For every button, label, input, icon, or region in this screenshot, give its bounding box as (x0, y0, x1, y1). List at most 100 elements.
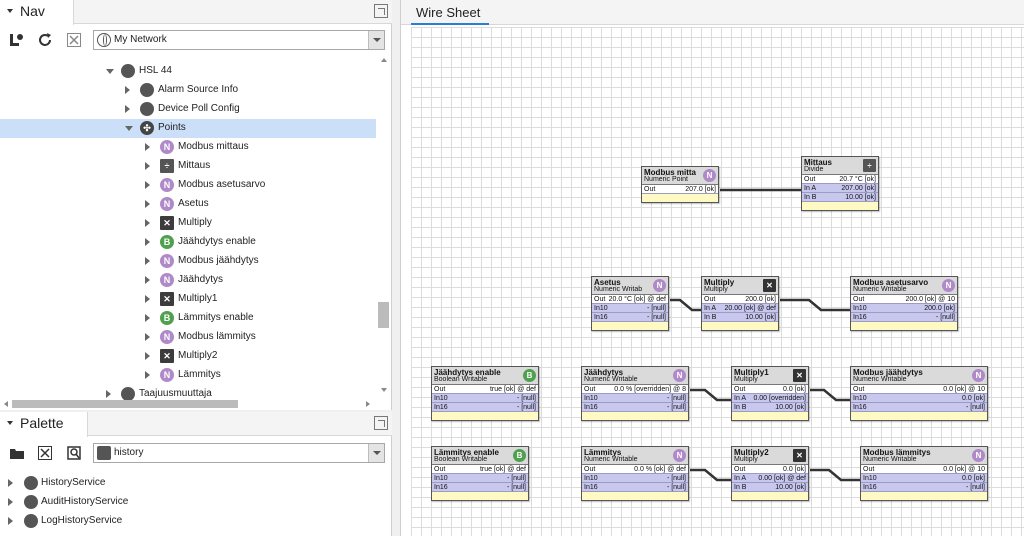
tab-wire-sheet[interactable]: Wire Sheet (411, 0, 489, 25)
collapse-caret-icon[interactable] (7, 9, 13, 13)
block-slot[interactable]: In10- [null] (432, 394, 538, 403)
station-selector[interactable]: My Network (93, 30, 385, 50)
collapsed-arrow-icon[interactable] (145, 352, 150, 360)
nav-tree-item[interactable]: HSL 44 (0, 62, 376, 81)
palette-tab[interactable]: Palette (0, 412, 88, 437)
palette-item[interactable]: LogHistoryService (0, 512, 376, 531)
close-tree-icon[interactable] (66, 32, 82, 48)
block-slot[interactable]: In16- [null] (861, 483, 987, 492)
nav-tree-item[interactable]: Taajuusmuuttaja (0, 385, 376, 400)
block-slot[interactable]: In16- [null] (582, 483, 688, 492)
scroll-left-icon[interactable] (4, 401, 8, 407)
collapsed-arrow-icon[interactable] (145, 162, 150, 170)
nav-tab[interactable]: Nav (0, 0, 74, 25)
wire-link[interactable] (670, 298, 701, 312)
block-slot[interactable]: In16- [null] (851, 313, 957, 322)
nav-tree-item[interactable]: ✕Multiply (0, 214, 376, 233)
nav-tree-item[interactable]: ✕Multiply2 (0, 347, 376, 366)
expanded-arrow-icon[interactable] (106, 69, 114, 74)
collapsed-arrow-icon[interactable] (145, 181, 150, 189)
nav-tree-item[interactable]: Device Poll Config (0, 100, 376, 119)
collapsed-arrow-icon[interactable] (145, 314, 150, 322)
expanded-arrow-icon[interactable] (125, 126, 133, 131)
block-slot[interactable]: In16- [null] (851, 403, 987, 412)
block-slot[interactable]: In10- [null] (582, 394, 688, 403)
collapsed-arrow-icon[interactable] (8, 517, 13, 525)
open-folder-icon[interactable] (9, 445, 25, 461)
dropdown-arrow-icon[interactable] (368, 444, 384, 462)
scroll-down-icon[interactable] (381, 388, 387, 392)
palette-item[interactable]: HistoryService (0, 474, 376, 493)
collapsed-arrow-icon[interactable] (145, 295, 150, 303)
nav-tree-item[interactable]: Alarm Source Info (0, 81, 376, 100)
collapse-caret-icon[interactable] (7, 421, 13, 425)
palette-module-selector[interactable]: history (93, 443, 385, 463)
palette-item[interactable]: AuditHistoryService (0, 493, 376, 512)
nav-tree-item[interactable]: ÷Mittaus (0, 157, 376, 176)
block-slot[interactable]: In10- [null] (432, 474, 528, 483)
block-slot[interactable]: In10- [null] (592, 304, 668, 313)
collapsed-arrow-icon[interactable] (145, 371, 150, 379)
wire-link[interactable] (810, 468, 860, 482)
wire-link[interactable] (780, 298, 850, 312)
nav-vertical-scrollbar[interactable] (378, 54, 390, 400)
collapsed-arrow-icon[interactable] (8, 498, 13, 506)
scroll-right-icon[interactable] (366, 401, 370, 407)
block-slot[interactable]: In10- [null] (582, 474, 688, 483)
maximize-icon[interactable] (374, 4, 388, 18)
scroll-thumb[interactable] (378, 302, 389, 328)
collapsed-arrow-icon[interactable] (145, 257, 150, 265)
maximize-icon[interactable] (374, 416, 388, 430)
collapsed-arrow-icon[interactable] (106, 390, 111, 398)
block-slot[interactable]: In16- [null] (592, 313, 668, 322)
collapsed-arrow-icon[interactable] (145, 333, 150, 341)
collapsed-arrow-icon[interactable] (8, 479, 13, 487)
find-icon[interactable] (66, 445, 82, 461)
block-slot[interactable]: In16- [null] (582, 403, 688, 412)
collapsed-arrow-icon[interactable] (145, 200, 150, 208)
collapsed-arrow-icon[interactable] (145, 219, 150, 227)
